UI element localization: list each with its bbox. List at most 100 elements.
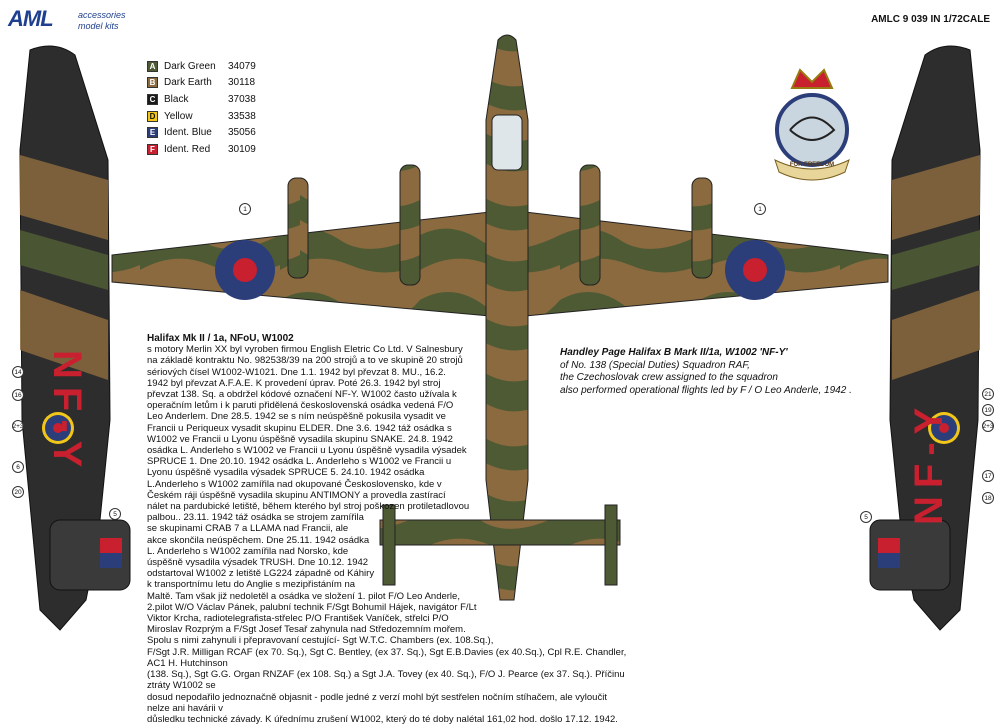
callout-right-5: 18 xyxy=(982,492,994,504)
aircraft-caption: Handley Page Halifax B Mark II/1a, W1002… xyxy=(560,347,880,397)
color-code: 30109 xyxy=(228,143,256,155)
history-line: převzat 138. Sq. a obdržel kódové označe… xyxy=(147,389,457,401)
history-line: akce skončila neúspěchem. Dne 25.11. 194… xyxy=(147,534,370,546)
callout-left-6: 5 xyxy=(109,508,121,520)
history-line: Spolu s nimi zahynuli i přepravovaní ces… xyxy=(147,635,494,647)
color-name: Ident. Blue xyxy=(164,127,212,139)
color-code: 35056 xyxy=(228,127,256,139)
callout-right-4: 17 xyxy=(982,470,994,482)
roundel-right-wing xyxy=(725,240,785,300)
logo-mark: AML xyxy=(8,6,54,31)
fuselage xyxy=(485,34,529,601)
color-swatch: F xyxy=(147,143,158,155)
history-line: Lyonu úspěšně vysadila výsadek SPRUCE 5.… xyxy=(147,467,425,479)
catalog-number: AMLC 9 039 IN 1/72CALE xyxy=(871,14,990,25)
callout-right-2: 19 xyxy=(982,404,994,416)
color-name: Dark Earth xyxy=(164,77,212,89)
callout-left-4: 6 xyxy=(12,461,24,473)
color-code: 30118 xyxy=(228,77,256,89)
callout-right-3: 2+3 xyxy=(982,420,994,432)
history-line: na základě kontraktu No. 982538/39 na 20… xyxy=(147,355,463,367)
side-view-left-tail xyxy=(49,519,131,591)
history-line: SPRUCE 1. Dne 20.10. 1942 osádka L. Ande… xyxy=(147,456,452,468)
callout-left-5: 20 xyxy=(12,486,24,498)
history-line: nálet na pardubické letiště, během které… xyxy=(147,501,470,513)
history-line: odstartoval W1002 z letiště LG224 západn… xyxy=(147,568,375,580)
callout-left-3: 2+3 xyxy=(12,420,24,432)
callout-left-2: 16 xyxy=(12,389,24,401)
side-view-right-tail xyxy=(869,519,951,591)
legend-row: C Black 37038 xyxy=(147,91,256,108)
callout-right-1: 21 xyxy=(982,388,994,400)
color-swatch: A xyxy=(147,60,158,72)
history-line: k transportnímu letu do Anglie s mezipři… xyxy=(147,579,356,591)
legend-row: F Ident. Red 30109 xyxy=(147,141,256,158)
caption-line: also performed operational flights led b… xyxy=(560,384,852,396)
history-line: 2.pilot W/O Václav Pánek, palubní techni… xyxy=(147,601,477,613)
history-line: důsledku technické závady. K úřednímu zr… xyxy=(147,713,618,725)
color-name: Ident. Red xyxy=(164,143,211,155)
history-line: W1002 ve Francii u Lyonu úspěšně vysadil… xyxy=(147,433,453,445)
engine-nacelles xyxy=(287,164,713,286)
legend-row: B Dark Earth 30118 xyxy=(147,75,256,92)
color-name: Yellow xyxy=(164,110,193,122)
tailplane xyxy=(379,519,621,546)
fin-left xyxy=(382,504,396,586)
color-swatch: D xyxy=(147,110,158,122)
roundel-left-side xyxy=(42,412,74,444)
color-swatch: C xyxy=(147,93,158,105)
legend-row: D Yellow 33538 xyxy=(147,108,256,125)
color-name: Black xyxy=(164,93,189,105)
callout-top-2: 1 xyxy=(754,203,766,215)
brand-logo: AML accessories model kits xyxy=(8,6,128,42)
color-name: Dark Green xyxy=(164,60,216,72)
cockpit-canopy xyxy=(491,114,523,171)
history-line: L. Anderleho s W1002 zamířila nad Norsko… xyxy=(147,545,349,557)
history-line: Českém ráji úspěšně vysadila skupinu ANT… xyxy=(147,489,446,501)
tagline-line-1: accessories xyxy=(78,10,126,20)
color-code: 37038 xyxy=(228,93,256,105)
history-line: operačním letům i k paruti přidělená čes… xyxy=(147,400,454,412)
history-line: 1942 byl převzat A.F.A.E. K provedení úp… xyxy=(147,377,441,389)
history-line: L.Anderleho s W1002 zamířila nad okupova… xyxy=(147,478,442,490)
color-code: 33538 xyxy=(228,110,256,122)
history-line: se skupinami CRAB 7 a LLAMA nad Francii,… xyxy=(147,523,349,535)
code-left-text: NF-Y xyxy=(45,350,89,476)
code-letters-right: NF-Y xyxy=(905,350,951,530)
callout-left-1: 14 xyxy=(12,366,24,378)
camo-band-left xyxy=(20,155,108,380)
history-line: s motory Merlin XX byl vyroben firmou En… xyxy=(147,344,463,356)
history-line: palbou.. 23.11. 1942 táž osádka se stroj… xyxy=(147,512,364,524)
legend-row: E Ident. Blue 35056 xyxy=(147,124,256,141)
history-line: Viktor Krcha, radiotelegrafista-střelec … xyxy=(147,613,449,625)
caption-line: the Czechoslovak crew assigned to the sq… xyxy=(560,372,778,384)
caption-line: of No. 138 (Special Duties) Squadron RAF… xyxy=(560,359,750,371)
history-line: Francii u Periqueux vysadit skupinu ELDE… xyxy=(147,422,452,434)
code-right-text: NF-Y xyxy=(907,399,951,525)
history-line: úspěšně vysadila výsadek TRUSH. Dne 10.1… xyxy=(147,557,369,569)
aircraft-drawing xyxy=(19,34,981,631)
squadron-badge xyxy=(774,68,850,181)
badge-crown xyxy=(790,68,834,89)
badge-scroll xyxy=(774,159,850,181)
history-line: sériových čísel W1002-W1021. Dne 1.1. 19… xyxy=(147,366,446,378)
camo-band-right xyxy=(892,155,980,380)
roundel-right-side xyxy=(928,412,960,444)
history-title: Halifax Mk II / 1a, NFoU, W1002 xyxy=(147,333,294,344)
callout-right-6: 5 xyxy=(860,511,872,523)
tagline-line-2: model kits xyxy=(78,21,119,31)
logo-tagline: accessories model kits xyxy=(78,10,126,32)
history-line: (138. Sq.), Sgt G.G. Organ RNZAF (ex 108… xyxy=(147,669,625,692)
history-line: Leo Anderlem. Dne 28.5. 1942 se s ním ne… xyxy=(147,411,446,423)
color-swatch: E xyxy=(147,127,158,139)
fin-right xyxy=(604,504,618,586)
color-swatch: B xyxy=(147,77,158,89)
code-letters-left: NF-Y xyxy=(45,350,95,510)
roundel-left-wing xyxy=(215,240,275,300)
callout-top-1: 1 xyxy=(239,203,251,215)
history-line: Miroslav Rozprým a F/Sgt Josef Tesař zah… xyxy=(147,624,466,636)
history-line: osádka L. Anderleho s W1002 ve Francii u… xyxy=(147,445,467,457)
history-text: Halifax Mk II / 1a, NFoU, W1002 s motory… xyxy=(147,333,627,725)
